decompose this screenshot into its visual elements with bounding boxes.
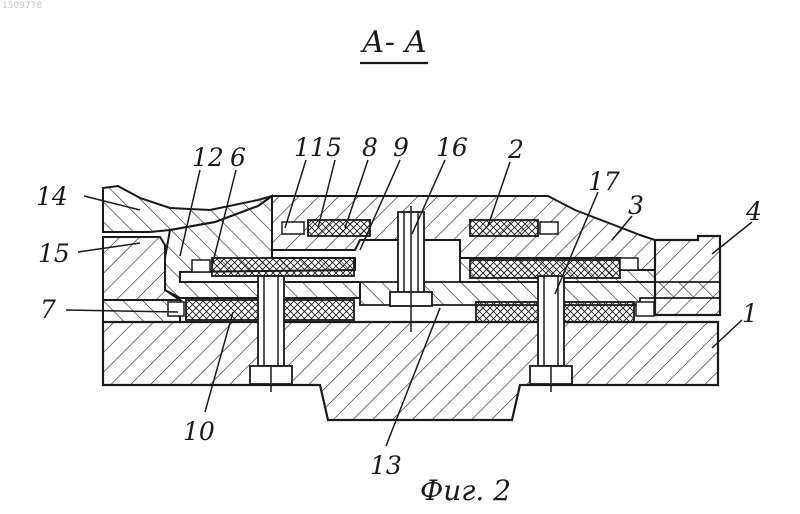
- callout-10: 10: [183, 417, 215, 446]
- callout-11: 11: [294, 133, 326, 162]
- callout-12: 12: [192, 143, 224, 172]
- figure-caption: Фиг. 2: [420, 474, 511, 507]
- right-end-block: [655, 236, 720, 315]
- callout-13: 13: [370, 451, 402, 480]
- callout-3: 3: [628, 191, 644, 220]
- callout-14: 14: [36, 182, 68, 211]
- callout-7: 7: [40, 295, 56, 324]
- callout-16: 16: [436, 133, 468, 162]
- pad-middle-left: [212, 258, 354, 276]
- callout-4: 4: [745, 197, 762, 226]
- callout-1: 1: [742, 299, 758, 328]
- callout-15: 15: [38, 239, 70, 268]
- callout-17: 17: [588, 167, 620, 196]
- base-plate: [103, 322, 718, 420]
- spacer-right-upper: [540, 222, 558, 234]
- spacer-right-low: [636, 302, 654, 316]
- pad-upper-right: [470, 220, 538, 236]
- spacer-left-low: [168, 302, 184, 316]
- spacer-right-mid: [620, 258, 638, 270]
- corner-text: 1509778: [2, 1, 42, 11]
- callout-6: 6: [230, 143, 246, 172]
- callout-5: 5: [326, 133, 342, 162]
- section-title: А- А: [360, 25, 427, 60]
- pad-upper-left: [308, 220, 370, 236]
- callout-8: 8: [362, 133, 378, 162]
- callout-2: 2: [507, 135, 524, 164]
- spacer-left-mid: [192, 260, 210, 272]
- callout-9: 9: [393, 133, 409, 162]
